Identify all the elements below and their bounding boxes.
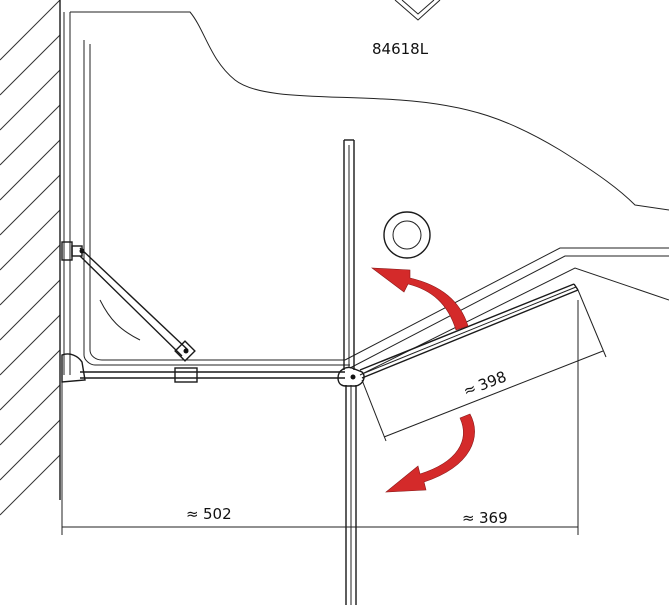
swing-arrow-inward — [385, 413, 475, 493]
fixed-glass-panel-left — [63, 12, 71, 375]
top-fixture-outline — [394, 0, 441, 21]
model-code-label: 84618L — [372, 40, 429, 58]
drain-icon — [383, 211, 431, 259]
swing-arrow-outward — [371, 267, 469, 331]
right-width-value: 369 — [479, 509, 508, 527]
pivot-hinge — [337, 366, 365, 387]
wall-hinge-bracket — [61, 241, 85, 261]
bottom-rail — [80, 367, 345, 383]
center-glass-panel — [343, 139, 357, 605]
support-arm — [79, 247, 196, 362]
wall-profile — [61, 353, 86, 383]
tray-outline — [70, 11, 669, 376]
width-dimensions — [61, 300, 579, 535]
approx-symbol-right: ≈ — [462, 509, 475, 527]
door-length-value: 398 — [476, 367, 509, 394]
swing-door-panel — [359, 283, 579, 379]
approx-symbol-left: ≈ — [186, 505, 199, 523]
left-width-value: 502 — [203, 505, 232, 523]
door-length-dimension — [361, 289, 607, 442]
wall-hatching — [0, 0, 61, 516]
approx-symbol-door: ≈ — [461, 379, 479, 400]
